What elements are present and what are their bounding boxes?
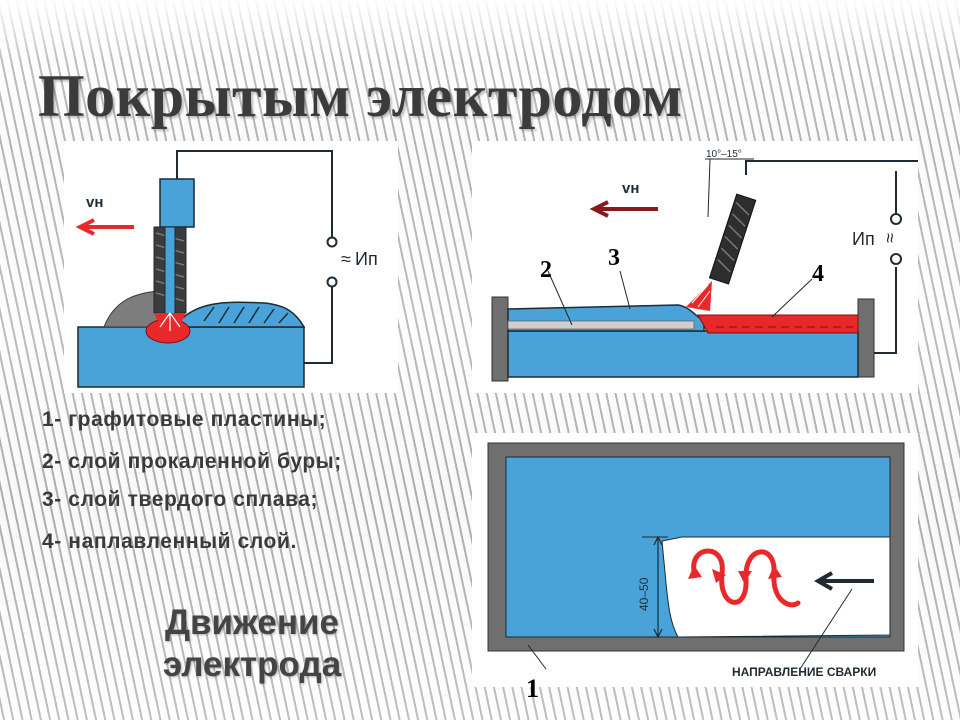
circuit-wire bbox=[176, 150, 333, 237]
legend-item-3: 3- слой твердого сплава; bbox=[42, 488, 319, 511]
direction-label: НАПРАВЛЕНИЕ СВАРКИ bbox=[732, 665, 876, 679]
electrode bbox=[708, 193, 757, 285]
deposited-layer bbox=[697, 314, 859, 334]
marker-1: 1 bbox=[526, 674, 539, 703]
frame-left bbox=[491, 296, 509, 382]
direction-arrow bbox=[589, 200, 658, 218]
ac-symbol: ≈ bbox=[341, 249, 351, 269]
current-label: Ип bbox=[852, 229, 875, 249]
page-title: Покрытым электродом bbox=[38, 63, 683, 129]
frame-right bbox=[857, 298, 875, 378]
marker-4: 4 bbox=[812, 261, 824, 287]
diagram-electrode-motion: 40–50 НАПРАВЛЕНИЕ СВАРКИ 1 bbox=[472, 433, 918, 703]
terminal-top bbox=[890, 213, 902, 225]
workpiece bbox=[77, 326, 305, 388]
legend-item-1: 1- графитовые пластины; bbox=[42, 408, 327, 431]
diagram-vertical-electrode: ≈ Ип vн bbox=[64, 141, 398, 393]
speed-label: vн bbox=[622, 180, 639, 197]
angle-label: 10°–15° bbox=[706, 149, 742, 160]
diagram-inclined-electrode: 10°–15° ≈ Ип vн 2 3 4 bbox=[472, 141, 918, 393]
ac-symbol: ≈ bbox=[880, 233, 900, 243]
legend-item-2: 2- слой прокаленной буры; bbox=[42, 450, 342, 473]
slag bbox=[103, 290, 160, 328]
circuit-wire bbox=[745, 160, 918, 175]
marker-2: 2 bbox=[540, 257, 552, 283]
terminal-bottom bbox=[326, 276, 338, 288]
caption-electrode-motion: Движение электрода bbox=[162, 603, 342, 684]
direction-arrow bbox=[75, 218, 134, 236]
speed-label: vн bbox=[86, 194, 103, 211]
legend: 1- графитовые пластины; 2- слой прокален… bbox=[42, 408, 462, 572]
electrode-core bbox=[164, 226, 176, 316]
borax-layer bbox=[507, 320, 695, 330]
marker-3: 3 bbox=[608, 245, 620, 271]
welding-direction-arrow bbox=[813, 571, 874, 591]
workpiece bbox=[507, 330, 859, 378]
terminal-top bbox=[326, 236, 338, 248]
electrode-holder bbox=[159, 178, 195, 228]
legend-item-4: 4- наплавленный слой. bbox=[42, 530, 297, 553]
electrode-path bbox=[691, 548, 801, 608]
terminal-bottom bbox=[890, 253, 902, 265]
dimension-label: 40–50 bbox=[637, 577, 651, 611]
circuit-wire-return bbox=[864, 267, 897, 354]
circuit-wire-return bbox=[302, 287, 333, 364]
current-label: Ип bbox=[355, 249, 378, 269]
